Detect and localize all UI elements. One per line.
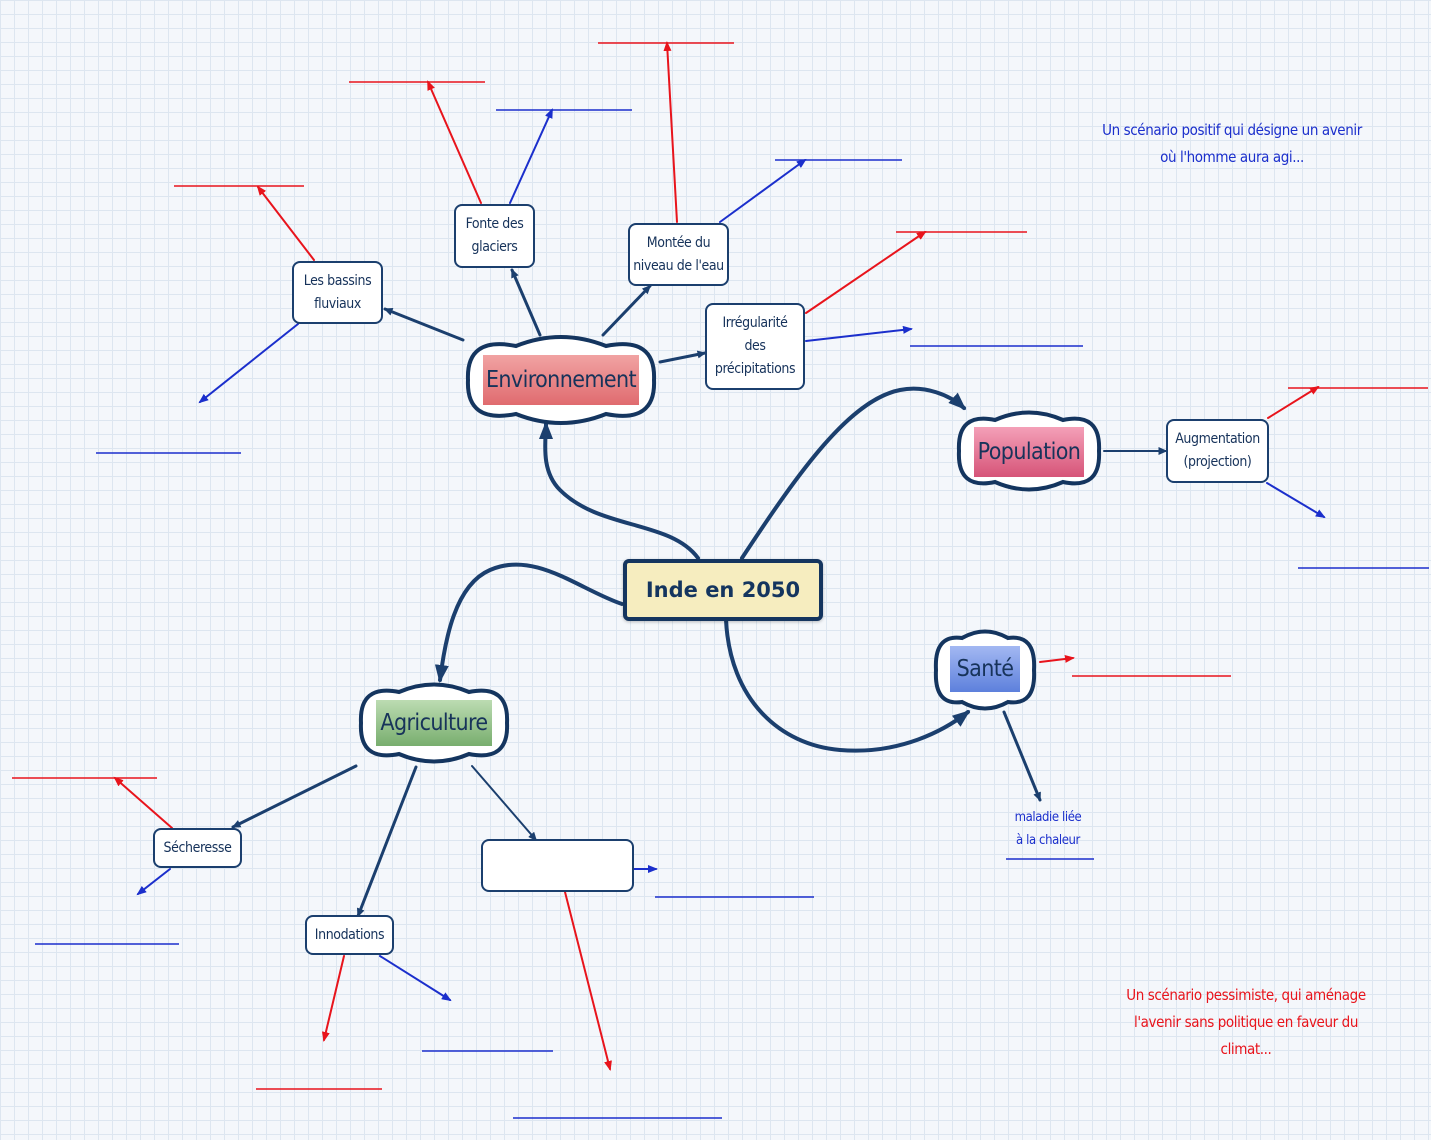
subtopic-montee[interactable]: Montée du niveau de l'eau — [628, 223, 729, 286]
red-arrow-irregularite — [805, 230, 927, 314]
red-arrow-sante — [1039, 654, 1075, 663]
subtopic-line: Augmentation — [1175, 431, 1260, 447]
subtopic-line: fluviaux — [314, 295, 361, 312]
link-agri-secheresse — [231, 764, 358, 829]
note-line: climat... — [1220, 1040, 1272, 1058]
root-label: Inde en 2050 — [645, 578, 801, 602]
red-arrow-bassins — [256, 185, 315, 261]
red-arrow-augmentation — [1267, 385, 1320, 419]
blue-arrow-bassins — [198, 323, 299, 404]
red-arrow-innodations — [321, 955, 345, 1042]
subtopic-bassins[interactable]: Les bassins fluviaux — [292, 261, 383, 324]
link-env-montee — [601, 284, 652, 337]
note-negative-scenario: Un scénario pessimiste, qui aménage l'av… — [1101, 982, 1391, 1063]
blue-arrow-glaciers — [509, 108, 553, 204]
link-sante-maladie — [1002, 710, 1042, 802]
note-line: Un scénario positif qui désigne un aveni… — [1102, 121, 1362, 139]
link-agri-empty — [471, 765, 537, 842]
subtopic-line: Irrégularité — [722, 315, 788, 331]
subtopic-line: Les bassins — [303, 272, 372, 289]
subtopic-line: à la chaleur — [1016, 833, 1080, 848]
subtopic-line: précipitations — [714, 361, 796, 377]
red-arrow-empty — [564, 891, 612, 1071]
root-node[interactable]: Inde en 2050 — [623, 559, 823, 621]
subtopic-line: glaciers — [471, 239, 518, 255]
branch-label-sante: Santé — [950, 646, 1020, 692]
blue-arrow-innodations — [379, 955, 452, 1002]
subtopic-augmentation[interactable]: Augmentation (projection) — [1166, 419, 1269, 483]
red-arrow-montee — [663, 41, 678, 223]
subtopic-line: (projection) — [1183, 454, 1252, 470]
note-line: Un scénario pessimiste, qui aménage — [1126, 986, 1366, 1004]
branch-label-agriculture: Agriculture — [376, 700, 492, 746]
blue-arrow-augmentation — [1266, 482, 1326, 519]
link-env-irregularite — [658, 350, 707, 364]
subtopic-secheresse[interactable]: Sécheresse — [153, 828, 242, 868]
subtopic-maladie: maladie liée à la chaleur — [998, 806, 1098, 852]
blue-arrow-irregularite — [805, 325, 913, 342]
link-root-population — [740, 386, 967, 560]
subtopic-glaciers[interactable]: Fonte des glaciers — [454, 204, 535, 268]
subtopic-innodations[interactable]: Innodations — [305, 915, 394, 955]
note-line: l'avenir sans politique en faveur du — [1134, 1013, 1358, 1031]
link-env-glaciers — [510, 268, 542, 337]
note-line: où l'homme aura agi... — [1160, 148, 1304, 166]
subtopic-line: Sécheresse — [163, 839, 232, 856]
subtopic-line: Fonte des — [465, 216, 524, 232]
subtopic-empty-box[interactable] — [481, 839, 634, 892]
subtopic-line: des — [744, 338, 766, 354]
subtopic-line: Montée du — [646, 234, 711, 251]
subtopic-line: maladie liée — [1014, 810, 1082, 825]
blue-arrow-secheresse — [136, 868, 171, 896]
link-agri-innodations — [356, 765, 418, 918]
link-env-bassins — [383, 307, 465, 342]
blue-arrow-montee — [719, 158, 807, 223]
link-root-agriculture — [434, 562, 624, 683]
branch-label-environnement: Environnement — [483, 355, 639, 405]
branch-label-population: Population — [974, 427, 1084, 477]
subtopic-line: niveau de l'eau — [633, 257, 724, 274]
note-positive-scenario: Un scénario positif qui désigne un aveni… — [1072, 117, 1392, 171]
link-root-sante — [724, 618, 971, 753]
red-arrow-glaciers — [427, 80, 482, 204]
subtopic-line: Innodations — [314, 926, 385, 943]
link-root-environnement — [538, 421, 700, 560]
red-arrow-secheresse — [113, 776, 173, 829]
subtopic-irregularite[interactable]: Irrégularité des précipitations — [705, 303, 805, 390]
